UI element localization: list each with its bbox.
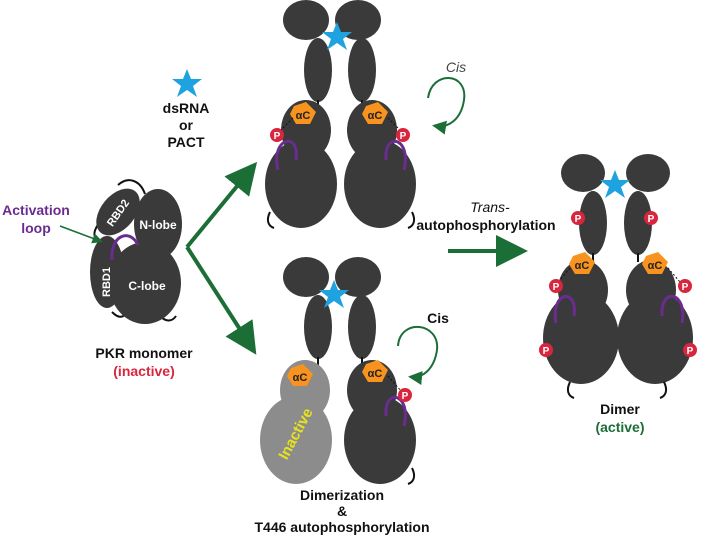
arrow-icon xyxy=(185,161,258,249)
trans-label-2: autophosphorylation xyxy=(416,217,555,233)
phospho-label: P xyxy=(553,282,560,293)
phospho-icon xyxy=(539,343,553,357)
pkr-monomer: RBD1 RBD2 N-lobe C-lobe xyxy=(90,179,182,324)
ligand-label-1: dsRNA xyxy=(163,100,210,116)
cycle-arrow-icon xyxy=(397,326,439,385)
phospho-icon xyxy=(396,128,410,142)
activation-loop xyxy=(660,295,685,324)
alpha-c-label: αC xyxy=(293,372,308,384)
arrow-icon xyxy=(59,225,103,244)
phospho-icon xyxy=(270,128,284,142)
phospho-label: P xyxy=(400,131,407,142)
alpha-c-label: αC xyxy=(368,110,383,122)
dimer-bottom: Inactive αC αC P xyxy=(260,257,416,485)
alpha-c-label: αC xyxy=(368,368,383,380)
star-icon xyxy=(322,22,352,50)
monomer-label: PKR monomer xyxy=(95,345,193,361)
star-icon xyxy=(319,280,349,308)
alpha-c-label: αC xyxy=(296,110,311,122)
phospho-icon xyxy=(644,211,658,225)
star-icon xyxy=(600,170,630,198)
n-lobe-label: N-lobe xyxy=(139,218,177,232)
ligand-label-2: or xyxy=(179,117,194,133)
activation-loop xyxy=(553,295,576,324)
alpha-c-helix xyxy=(569,252,595,274)
dimerization-label-1: Dimerization xyxy=(300,487,384,503)
rbd1-label: RBD1 xyxy=(101,267,113,297)
phospho-label: P xyxy=(402,391,409,402)
phospho-icon xyxy=(678,279,692,293)
phospho-label: P xyxy=(648,214,655,225)
monomer-state-label: (inactive) xyxy=(113,363,174,379)
activation-loop xyxy=(384,395,407,427)
phospho-label: P xyxy=(274,131,281,142)
dimerization-label-2: & xyxy=(337,503,347,519)
n-lobe-domain xyxy=(134,189,182,259)
phospho-icon xyxy=(398,388,412,402)
c-lobe-label: C-lobe xyxy=(128,279,166,293)
phospho-label: P xyxy=(687,346,694,357)
dimer-top: αC αC P P xyxy=(265,0,416,229)
inactive-kinase xyxy=(260,396,332,484)
phospho-label: P xyxy=(682,282,689,293)
alpha-c-helix xyxy=(287,364,313,386)
star-icon xyxy=(172,69,202,97)
alpha-c-helix xyxy=(362,102,388,124)
alpha-c-label: αC xyxy=(648,260,663,272)
alpha-c-helix xyxy=(362,360,388,382)
dimerization-label-3: T446 autophosphorylation xyxy=(254,519,429,535)
trans-label-1: Trans- xyxy=(470,199,510,215)
cycle-arrow-icon xyxy=(427,77,466,135)
dimer-label: Dimer xyxy=(600,401,640,417)
dimer-state-label: (active) xyxy=(595,419,644,435)
ligand-label-3: PACT xyxy=(167,134,205,150)
phospho-label: P xyxy=(543,346,550,357)
phospho-icon xyxy=(549,279,563,293)
arrow-icon xyxy=(185,245,257,355)
c-lobe-domain xyxy=(109,242,181,324)
alpha-c-label: αC xyxy=(575,260,590,272)
phospho-label: P xyxy=(575,214,582,225)
activation-loop-label-2: loop xyxy=(21,220,51,236)
activation-loop xyxy=(384,139,407,171)
activation-loop-label-1: Activation xyxy=(2,202,70,218)
phospho-icon xyxy=(683,343,697,357)
activation-loop xyxy=(275,139,298,171)
dimer-active: P P αC αC P P P P xyxy=(539,154,697,399)
activation-loop xyxy=(110,234,140,261)
rbd2-domain xyxy=(96,188,140,236)
phospho-icon xyxy=(571,211,585,225)
cis-top-label: Cis xyxy=(446,59,466,75)
alpha-c-helix xyxy=(642,252,668,274)
alpha-c-helix xyxy=(290,102,316,124)
cis-bottom-label: Cis xyxy=(427,310,449,326)
activation-loop-callout: Activation loop xyxy=(2,202,103,244)
